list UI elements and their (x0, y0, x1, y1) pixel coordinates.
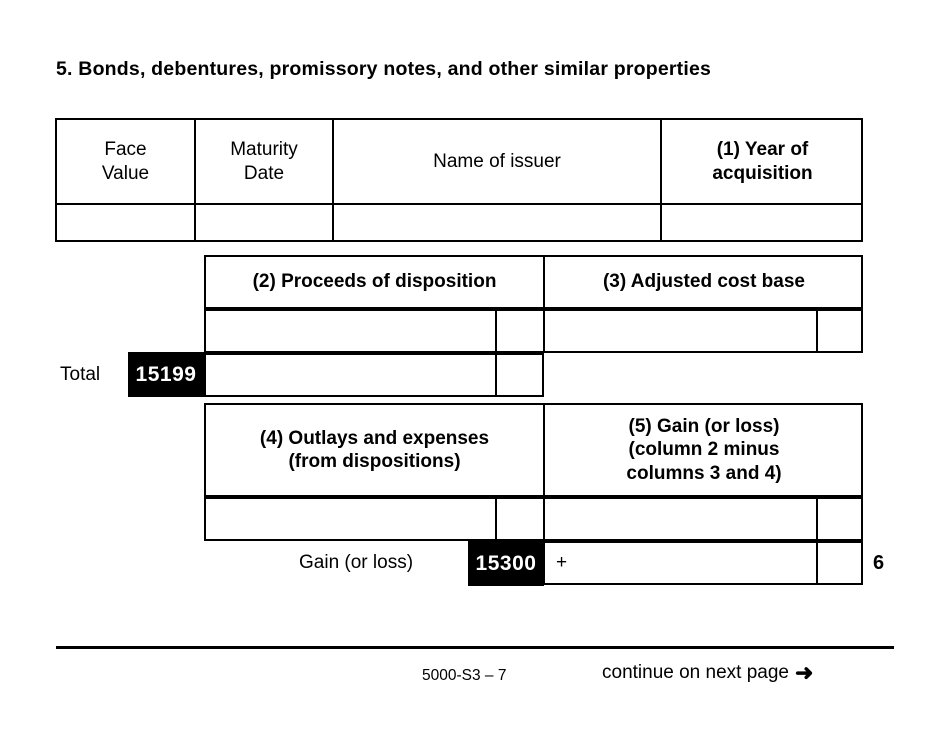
column-header-outlays-line2: (from dispositions) (288, 451, 461, 472)
column-header-maturity-date-line2: Date (243, 162, 285, 184)
column-header-gain-or-loss: (5) Gain (or loss) (column 2 minus colum… (545, 405, 863, 495)
column-header-adjusted-cost-base: (3) Adjusted cost base (545, 257, 863, 307)
column-header-acb-label: (3) Adjusted cost base (602, 271, 805, 293)
cell-outlays-dollars[interactable] (206, 499, 495, 539)
gain-header-band (204, 403, 863, 497)
cell-proceeds-cents[interactable] (497, 311, 543, 351)
form-identifier: 5000-S3 – 7 (422, 667, 507, 684)
column-header-name-of-issuer-label: Name of issuer (433, 150, 561, 172)
cell-acb-dollars[interactable] (545, 311, 816, 351)
column-header-gain-line2: (column 2 minus (628, 439, 780, 461)
column-header-gain-line3: columns 3 and 4) (626, 462, 782, 484)
identification-table (55, 118, 863, 242)
cell-year-of-acquisition[interactable] (662, 205, 863, 240)
cell-total-dollars[interactable] (206, 355, 495, 395)
identification-table-header-divider (55, 203, 863, 205)
gain-or-loss-label-text: Gain (or loss) (299, 552, 414, 573)
proceeds-data-row (204, 309, 863, 353)
column-header-maturity-date-line1: Maturity (230, 139, 298, 161)
cell-maturity-date[interactable] (196, 205, 332, 240)
column-header-name-of-issuer: Name of issuer (334, 120, 660, 203)
gain-summary-cents-divider (816, 541, 818, 585)
proceeds-header-band (204, 255, 863, 309)
identification-table-divider-3 (660, 118, 662, 242)
gain-or-loss-label: Gain (or loss) (299, 541, 413, 585)
line-number-15199-text: 15199 (135, 362, 197, 386)
cell-total-cents[interactable] (497, 355, 542, 395)
column-header-year-of-acquisition-line2: acquisition (712, 162, 813, 184)
line-number-15300: 15300 (468, 541, 544, 586)
continue-label: continue on next page (602, 662, 789, 683)
outlays-cents-divider (495, 497, 497, 541)
column-header-year-of-acquisition: (1) Year of acquisition (662, 120, 863, 203)
cell-name-of-issuer[interactable] (334, 205, 660, 240)
gain-data-row (204, 497, 863, 541)
cell-gain-summary-dollars[interactable] (575, 543, 816, 583)
footer-divider (56, 646, 894, 649)
cell-acb-cents[interactable] (818, 311, 863, 351)
line-number-15300-text: 15300 (475, 551, 537, 575)
acb-cents-divider (816, 309, 818, 353)
plus-operator: + (556, 541, 567, 585)
cell-outlays-cents[interactable] (497, 499, 543, 539)
column-header-face-value-line1: Face (104, 139, 147, 161)
cell-face-value[interactable] (57, 205, 194, 240)
plus-operator-text: + (556, 552, 568, 573)
column-header-face-value: Face Value (57, 120, 194, 203)
cell-proceeds-dollars[interactable] (206, 311, 495, 351)
column-header-face-value-line2: Value (101, 162, 150, 184)
column-header-outlays-line1: (4) Outlays and expenses (259, 427, 490, 449)
gain-cents-divider (816, 497, 818, 541)
column-header-proceeds-label: (2) Proceeds of disposition (252, 271, 497, 293)
column-header-gain-line1: (5) Gain (or loss) (628, 416, 780, 438)
column-header-year-of-acquisition-line1: (1) Year of (716, 139, 809, 161)
proceeds-total-row (204, 353, 544, 397)
gain-summary-row (543, 541, 863, 585)
cell-gain-dollars[interactable] (545, 499, 816, 539)
identification-table-divider-1 (194, 118, 196, 242)
cell-gain-cents[interactable] (818, 499, 863, 539)
section-heading: 5. Bonds, debentures, promissory notes, … (56, 58, 712, 80)
item-number-6-text: 6 (873, 551, 885, 574)
total-label-text: Total (60, 364, 101, 385)
gain-header-divider (543, 403, 545, 497)
line-number-15199: 15199 (128, 352, 204, 397)
column-header-proceeds-of-disposition: (2) Proceeds of disposition (206, 257, 543, 307)
column-header-maturity-date: Maturity Date (196, 120, 332, 203)
identification-table-divider-2 (332, 118, 334, 242)
proceeds-total-cents-divider (495, 353, 497, 397)
total-label: Total (60, 353, 100, 397)
continue-on-next-page: continue on next page ➜ (602, 662, 813, 684)
proceeds-dollars-divider (543, 309, 545, 353)
proceeds-cents-divider (495, 309, 497, 353)
column-header-outlays-and-expenses: (4) Outlays and expenses (from dispositi… (206, 405, 543, 495)
right-arrow-icon: ➜ (795, 660, 814, 685)
proceeds-header-divider (543, 255, 545, 309)
cell-gain-summary-cents[interactable] (818, 543, 863, 583)
item-number-6: 6 (873, 541, 884, 585)
outlays-dollars-divider (543, 497, 545, 541)
